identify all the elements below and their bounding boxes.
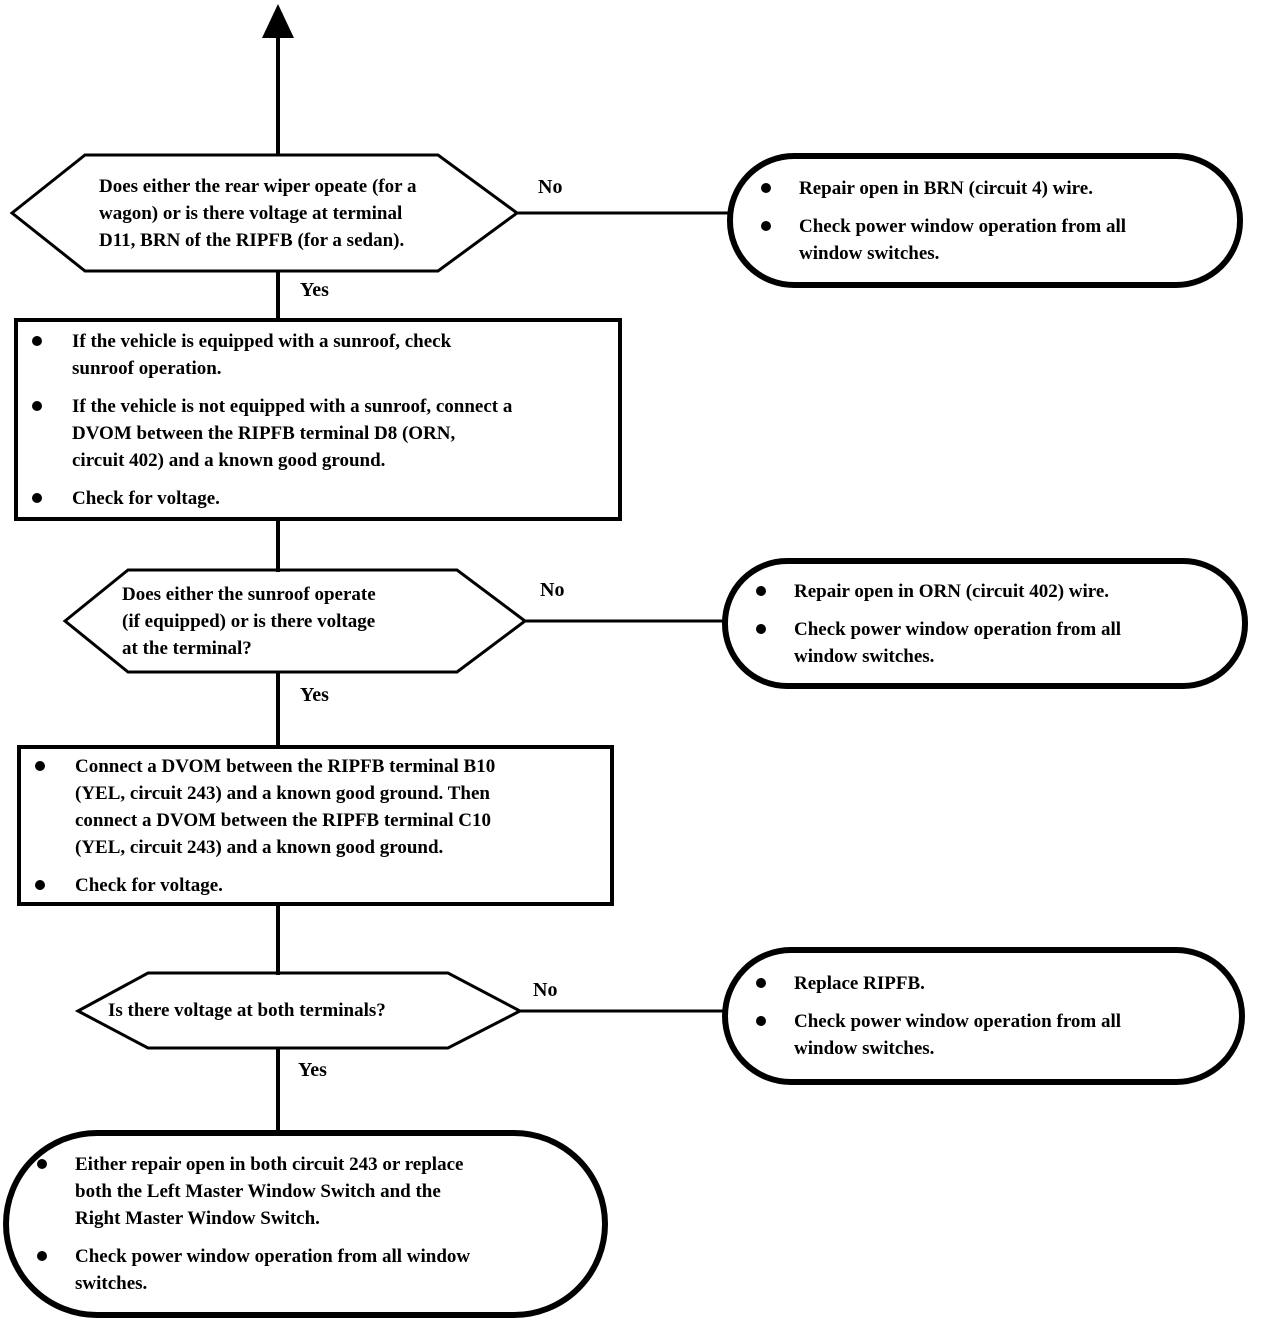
- result-no-3-item: Check power window operation from all wi…: [794, 1011, 1122, 1059]
- result-no-1-terminator: Repair open in BRN (circuit 4) wire. Che…: [727, 153, 1243, 288]
- result-no-3-item: Replace RIPFB.: [794, 973, 925, 994]
- action-2-item: Check for voltage.: [75, 874, 223, 896]
- result-final-item: Check power window operation from all wi…: [75, 1246, 471, 1294]
- bullet-icon: [756, 1016, 766, 1026]
- result-final-item: Either repair open in both circuit 243 o…: [75, 1154, 464, 1229]
- decision-2-text: Does either the sunroof operate (if equi…: [122, 584, 376, 659]
- list-item: Replace RIPFB.: [728, 970, 1239, 997]
- list-item: Check for voltage.: [21, 872, 610, 899]
- list-item: Check power window operation from all wi…: [9, 1243, 602, 1297]
- bullet-icon: [756, 978, 766, 988]
- result-no-1-item: Repair open in BRN (circuit 4) wire.: [799, 177, 1093, 199]
- result-no-2-item: Check power window operation from all wi…: [794, 618, 1122, 667]
- result-no-2-terminator: Repair open in ORN (circuit 402) wire. C…: [722, 558, 1248, 689]
- decision-2-no-label: No: [540, 579, 565, 601]
- result-no-3-terminator: Replace RIPFB. Check power window operat…: [722, 947, 1245, 1085]
- list-item: Check power window operation from all wi…: [728, 1008, 1239, 1062]
- bullet-icon: [32, 400, 42, 411]
- result-no-2-item: Repair open in ORN (circuit 402) wire.: [794, 580, 1110, 602]
- bullet-icon: [37, 1159, 47, 1169]
- action-1-item: If the vehicle is equipped with a sunroo…: [72, 330, 452, 379]
- bullet-icon: [32, 335, 42, 346]
- list-item: If the vehicle is not equipped with a su…: [18, 393, 618, 474]
- bullet-icon: [35, 879, 45, 890]
- result-final-terminator: Either repair open in both circuit 243 o…: [3, 1130, 608, 1318]
- action-1-process-box: If the vehicle is equipped with a sunroo…: [14, 318, 622, 521]
- list-item: If the vehicle is equipped with a sunroo…: [18, 328, 618, 382]
- bullet-icon: [756, 623, 766, 634]
- list-item: Either repair open in both circuit 243 o…: [9, 1151, 602, 1232]
- decision-3-text: Is there voltage at both terminals?: [108, 1000, 386, 1021]
- list-item: Repair open in ORN (circuit 402) wire.: [728, 578, 1242, 605]
- bullet-icon: [756, 585, 766, 596]
- decision-1-yes-label: Yes: [300, 279, 329, 301]
- bullet-icon: [37, 1251, 47, 1261]
- list-item: Check power window operation from all wi…: [728, 616, 1242, 670]
- decision-2-yes-label: Yes: [300, 684, 329, 706]
- action-2-process-box: Connect a DVOM between the RIPFB termina…: [17, 745, 614, 906]
- decision-1-text: Does either the rear wiper opeate (for a…: [99, 176, 417, 251]
- action-1-item: Check for voltage.: [72, 487, 220, 509]
- decision-3-no-label: No: [533, 979, 558, 1001]
- action-1-item: If the vehicle is not equipped with a su…: [72, 395, 513, 471]
- bullet-icon: [761, 182, 771, 193]
- bullet-icon: [32, 492, 42, 503]
- list-item: Check for voltage.: [18, 485, 618, 512]
- decision-3-yes-label: Yes: [298, 1059, 327, 1081]
- bullet-icon: [35, 760, 45, 771]
- list-item: Repair open in BRN (circuit 4) wire.: [733, 175, 1237, 202]
- decision-1-no-label: No: [538, 176, 563, 198]
- list-item: Connect a DVOM between the RIPFB termina…: [21, 753, 610, 861]
- bullet-icon: [761, 220, 771, 231]
- result-no-1-item: Check power window operation from all wi…: [799, 215, 1127, 264]
- up-arrow-head-icon: [262, 4, 294, 38]
- list-item: Check power window operation from all wi…: [733, 213, 1237, 267]
- action-2-item: Connect a DVOM between the RIPFB termina…: [75, 755, 496, 858]
